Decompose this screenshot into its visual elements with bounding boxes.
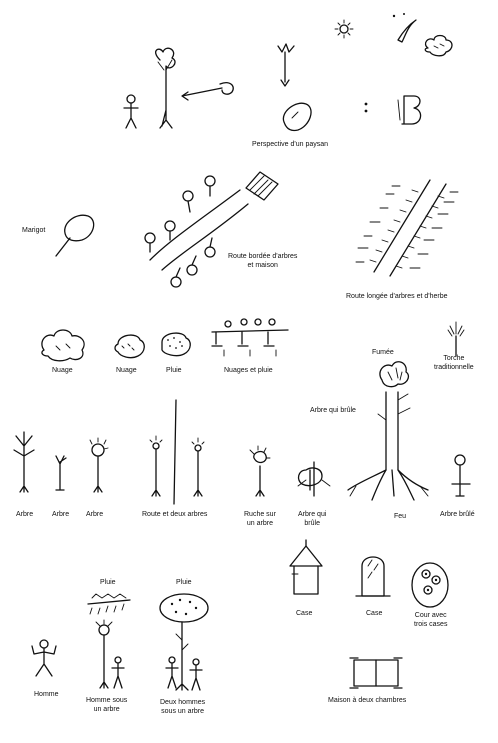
label-arbre-3: Arbre (86, 511, 104, 518)
tree-3-drawing (89, 437, 109, 493)
cloud-2-drawing (114, 334, 145, 359)
moon-drawing (392, 13, 417, 43)
label-fumee: Fumée (372, 349, 394, 356)
label-torche: Torche traditionnelle (434, 355, 474, 371)
label-route-bordee: Route bordée d'arbres et maison (228, 253, 298, 269)
road-with-grass-drawing (355, 179, 459, 277)
torch-drawing (447, 321, 465, 357)
label-case-2: Case (366, 610, 383, 617)
cloud-top-drawing (424, 34, 453, 57)
tree-2-drawing (55, 455, 67, 491)
stick-man-drawing (123, 94, 139, 129)
label-pluie-2: Pluie (100, 579, 116, 586)
stone-drawing (282, 102, 312, 132)
man-under-tree-drawing (95, 619, 125, 689)
label-arbre-2: Arbre (52, 511, 70, 518)
road-and-two-trees-drawing (149, 399, 205, 505)
colon-marks-drawing (364, 102, 368, 113)
arrow-to-eye-drawing (181, 82, 234, 101)
label-route-deux-arbres: Route et deux arbres (142, 511, 208, 518)
tree-on-fire-drawing (297, 461, 331, 497)
burnt-tree-drawing (451, 454, 471, 497)
rain-over-two-men-drawing (159, 593, 209, 623)
hut-outline-drawing (397, 95, 422, 125)
label-ruche: Ruche sur un arbre (244, 511, 276, 527)
label-case-1: Case (296, 610, 313, 617)
sun-drawing (334, 19, 354, 39)
label-homme: Homme (34, 691, 59, 698)
label-maison-deux-chambres: Maison à deux chambres (328, 697, 407, 704)
case-round-drawing (355, 556, 391, 597)
label-arbre-qui-brule: Arbre qui brûle (298, 511, 327, 527)
marigot-drawing (55, 214, 95, 257)
label-route-longee: Route longée d'arbres et d'herbe (346, 293, 448, 300)
man-drawing (31, 639, 57, 677)
label-nuage-1: Nuage (52, 367, 73, 374)
two-men-under-tree-drawing (165, 621, 203, 691)
label-nuages-et-pluie: Nuages et pluie (224, 367, 273, 374)
label-deux-hommes: Deux hommes sous un arbre (160, 699, 206, 715)
small-tree-top-drawing (277, 43, 295, 87)
hut-drawing (289, 539, 323, 595)
courtyard-drawing (411, 562, 449, 608)
label-feu: Feu (394, 513, 407, 520)
burning-tree-drawing (347, 361, 429, 501)
label-pluie-1: Pluie (166, 367, 182, 374)
label-nuage-2: Nuage (116, 367, 137, 374)
label-pluie-3: Pluie (176, 579, 192, 586)
label-arbre-qui-brule-top: Arbre qui brûle (310, 407, 356, 414)
rain-over-man-drawing (87, 593, 131, 615)
two-room-house-drawing (349, 657, 403, 689)
label-perspective: Perspective d'un paysan (252, 141, 329, 148)
label-cour: Cour avec trois cases (414, 612, 448, 628)
clouds-and-rain-drawing (211, 318, 289, 357)
label-marigot: Marigot (22, 227, 46, 234)
label-arbre-brule: Arbre brûlé (440, 511, 475, 518)
cloud-1-drawing (41, 329, 85, 362)
beehive-tree-drawing (249, 445, 271, 497)
big-tree-drawing (155, 47, 176, 129)
road-with-trees-drawing (144, 171, 279, 288)
rain-cloud-drawing (161, 332, 191, 357)
label-arbre-1: Arbre (16, 511, 34, 518)
tree-1-drawing (13, 431, 35, 493)
label-homme-sous-arbre: Homme sous un arbre (86, 697, 128, 713)
